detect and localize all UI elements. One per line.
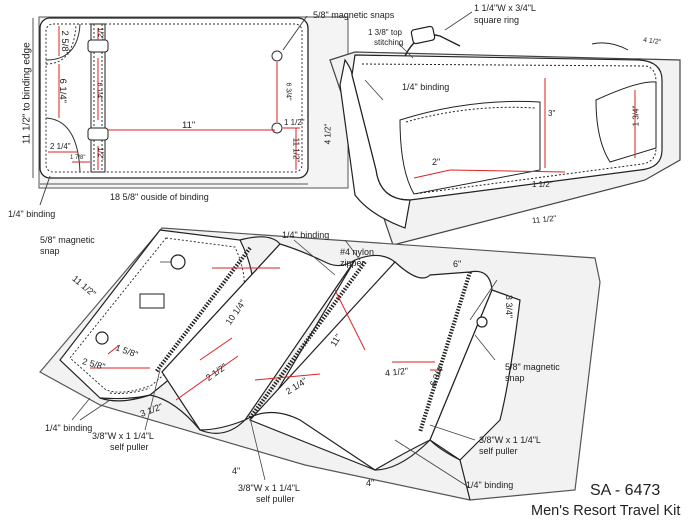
dim-1-2-bottom: 1/2": [96, 147, 104, 160]
label-binding-edge: 11 1/2" to binding edge: [21, 42, 33, 145]
dim-3: 3": [548, 109, 556, 118]
label-magnetic-snap-right: 5/8" magnetic: [505, 362, 560, 372]
label-binding-mid: 1/4" binding: [282, 230, 330, 240]
dim-6-3-4: 6 3/4": [284, 82, 292, 101]
label-binding-case: 1/4" binding: [402, 82, 450, 92]
label-nylon-zipper: #4 nylon: [340, 247, 375, 257]
label-top-stitching-size: 1 3/8" top: [368, 28, 402, 37]
label-magnetic-snap-right-2: snap: [505, 373, 525, 383]
label-binding-lower-right: 1/4" binding: [466, 480, 514, 490]
label-outside-binding: 18 5/8" ouside of binding: [110, 192, 209, 202]
dim-11-1-2-flat: 11 1/2": [291, 137, 301, 163]
label-binding-flat: 1/4" binding: [8, 209, 56, 219]
product-code: SA - 6473: [590, 482, 661, 499]
label-magnetic-snap-left: 5/8" magnetic: [40, 235, 95, 245]
label-top-stitching: stitching: [374, 38, 404, 47]
open-kit-drawing: [39, 227, 601, 501]
dim-2-1-4: 2 1/4": [50, 142, 71, 151]
label-self-puller-right-2: self puller: [479, 446, 518, 456]
dim-3-3-4: 3 3/4": [504, 294, 515, 319]
label-self-puller-right: 3/8"W x 1 1/4"L: [479, 435, 541, 445]
dim-2: 2": [432, 157, 441, 167]
product-name: Men's Resort Travel Kit: [531, 503, 681, 519]
dim-1-1-2-flat: 1 1/2": [284, 118, 305, 127]
dim-6: 6": [453, 259, 462, 269]
label-self-puller-left-2: self puller: [110, 442, 149, 452]
closed-case-drawing: [329, 11, 681, 246]
label-self-puller-bottom-2: self puller: [256, 494, 295, 504]
dim-6-1-4: 6 1/4": [57, 78, 69, 104]
label-square-ring: square ring: [474, 15, 520, 25]
label-self-puller-bottom: 3/8"W x 1 1/4"L: [238, 483, 300, 493]
label-magnetic-snap-left-2: snap: [40, 246, 60, 256]
dim-1-3-4: 1 3/4": [631, 105, 641, 127]
dim-11: 11": [182, 120, 196, 131]
dim-4-1-2-side: 4 1/2": [323, 123, 333, 145]
dim-1-1-2-case: 1 1/2": [532, 180, 553, 189]
dim-4-a: 4": [232, 466, 241, 476]
label-square-ring-size: 1 1/4"W x 3/4"L: [474, 3, 536, 13]
dim-1-2-top: 1/2": [96, 27, 104, 40]
flat-panel-drawing: [32, 15, 349, 206]
dim-2-5-8: 2 5/8": [59, 30, 71, 56]
label-binding-lower-left: 1/4" binding: [45, 423, 93, 433]
dim-strap-6-1-4: 6 1/4": [95, 82, 103, 101]
label-magnetic-snaps: 5/8" magnetic snaps: [313, 10, 395, 20]
dim-1-7-8: 1 7/8": [70, 155, 86, 161]
label-nylon-zipper-2: zipper: [340, 258, 365, 268]
dim-4-b: 4": [366, 478, 375, 488]
label-self-puller-left: 3/8"W x 1 1/4"L: [92, 431, 154, 441]
